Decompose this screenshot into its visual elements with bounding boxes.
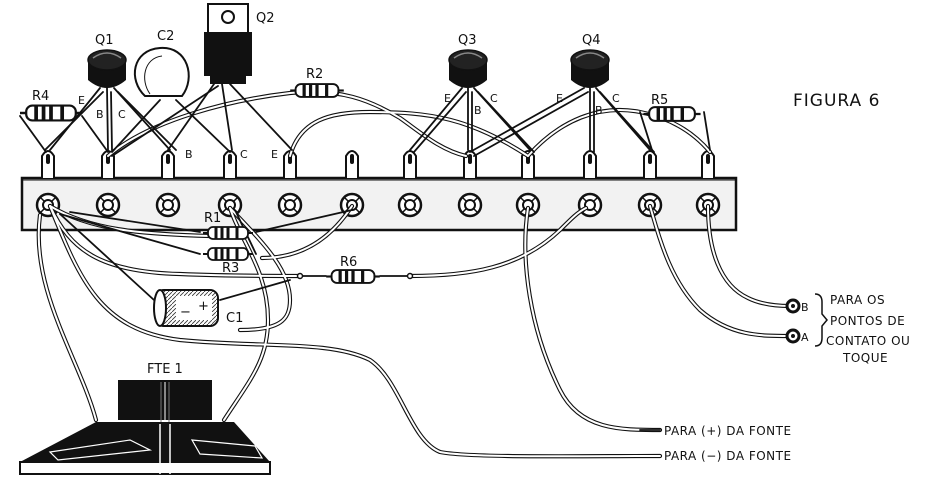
solder-lug xyxy=(345,150,359,178)
component-leads xyxy=(19,83,711,301)
contact-note: PARA OS PONTOS DE CONTATO OU TOQUE xyxy=(826,293,910,365)
q3-pin-e: E xyxy=(444,92,451,105)
label-r3: R3 xyxy=(222,261,239,276)
touch-contacts xyxy=(785,293,828,347)
terminal-screw xyxy=(515,192,541,218)
c1-minus-sign: − xyxy=(180,305,191,320)
label-q3: Q3 xyxy=(458,33,477,48)
solder-lug xyxy=(583,150,597,178)
terminal-screw xyxy=(35,192,61,218)
label-q2: Q2 xyxy=(256,11,275,26)
q4-pin-c: C xyxy=(612,92,620,105)
power-negative-label: PARA (−) DA FONTE xyxy=(664,449,792,463)
q4-pin-e: E xyxy=(556,92,563,105)
resistor-r3 xyxy=(201,247,255,261)
wire-core xyxy=(707,205,791,307)
resistor-r1 xyxy=(201,226,255,240)
solder-lug xyxy=(643,150,657,178)
solder-lug xyxy=(223,150,237,178)
speaker-fte1 xyxy=(19,380,271,475)
capacitor-c1: − + xyxy=(153,289,219,327)
q3-pin-b: B xyxy=(474,104,482,117)
transistor-q4 xyxy=(570,49,610,88)
figure-title: FIGURA 6 xyxy=(793,91,880,111)
c1-plus-sign: + xyxy=(198,299,209,314)
wire-core xyxy=(524,207,661,431)
wire-core xyxy=(49,205,661,458)
wire-core xyxy=(37,214,97,421)
q4-pin-b: B xyxy=(595,104,603,117)
resistor-r4 xyxy=(20,104,82,122)
terminal-strip xyxy=(20,150,738,232)
terminal-screw xyxy=(397,192,423,218)
wire-core xyxy=(649,205,791,337)
label-r1: R1 xyxy=(204,211,221,226)
contact-b-label: B xyxy=(801,301,809,314)
solder-lug xyxy=(161,150,175,178)
q2-pin-e: E xyxy=(271,148,278,161)
wire-core xyxy=(289,111,529,157)
transistor-q3 xyxy=(448,49,488,88)
resistor-r2 xyxy=(290,83,344,98)
label-r6: R6 xyxy=(340,255,357,270)
q3-pin-c: C xyxy=(490,92,498,105)
solder-lug xyxy=(41,150,55,178)
contact-note-line-2: PONTOS DE xyxy=(830,314,905,328)
transistor-q1 xyxy=(87,49,127,88)
terminal-screw xyxy=(577,192,603,218)
power-positive-label: PARA (+) DA FONTE xyxy=(664,424,792,438)
label-r2: R2 xyxy=(306,67,323,82)
insulated-wires xyxy=(36,89,793,459)
terminal-screw xyxy=(95,192,121,218)
q1-pin-c: C xyxy=(118,108,126,121)
resistor-r5 xyxy=(641,106,703,122)
q1-pin-b: B xyxy=(96,108,104,121)
terminal-screw xyxy=(155,192,181,218)
contact-note-line-3: CONTATO OU xyxy=(826,334,910,348)
wire-core xyxy=(49,205,211,237)
terminal-screw xyxy=(457,192,483,218)
q1-pin-e: E xyxy=(78,94,85,107)
label-r5: R5 xyxy=(651,93,668,108)
q2-pin-b: B xyxy=(185,148,193,161)
terminal-screw xyxy=(217,192,243,218)
resistor-r6 xyxy=(326,269,380,284)
contact-note-line-4: TOQUE xyxy=(842,351,888,365)
transistor-q2-power xyxy=(204,3,252,84)
solder-lug xyxy=(403,150,417,178)
wire-core xyxy=(409,207,587,277)
solder-lug xyxy=(701,150,715,178)
terminal-screw xyxy=(277,192,303,218)
label-c1: C1 xyxy=(226,311,243,326)
contact-a-label: A xyxy=(801,331,809,344)
label-q1: Q1 xyxy=(95,33,114,48)
label-r4: R4 xyxy=(32,89,49,104)
wire-core xyxy=(229,207,291,331)
label-speaker: FTE 1 xyxy=(147,362,183,377)
label-q4: Q4 xyxy=(582,33,601,48)
wire-core xyxy=(49,205,301,277)
capacitor-c2 xyxy=(133,46,190,97)
component-labels: Q1 C2 Q2 Q3 Q4 R4 R2 R5 R1 R3 R6 C1 FTE … xyxy=(32,11,668,377)
label-c2: C2 xyxy=(157,29,174,44)
contact-note-line-1: PARA OS xyxy=(830,293,885,307)
wire-core xyxy=(261,205,353,259)
q2-pin-c: C xyxy=(240,148,248,161)
